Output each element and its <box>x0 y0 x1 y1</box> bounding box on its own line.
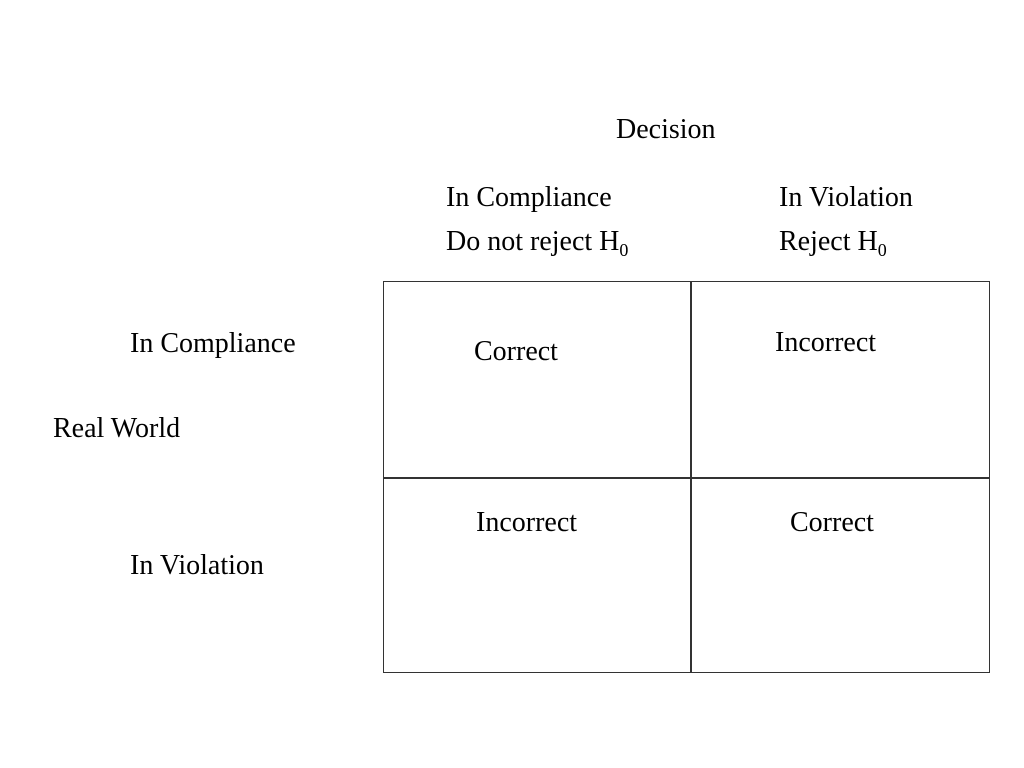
grid-horizontal-divider <box>384 477 989 479</box>
decision-table-grid <box>383 281 990 673</box>
row-header-violation: In Violation <box>130 550 264 581</box>
column-header-violation-state: In Violation <box>779 182 913 213</box>
cell-compliance-compliance: Correct <box>474 336 558 367</box>
column-header-violation-subscript: 0 <box>877 240 887 260</box>
column-header-compliance-action-text: Do not reject H <box>446 226 620 257</box>
decision-header: Decision <box>616 114 716 145</box>
cell-compliance-violation: Incorrect <box>775 327 877 358</box>
cell-violation-violation: Correct <box>790 507 874 538</box>
column-header-compliance-state: In Compliance <box>446 182 612 213</box>
column-header-compliance-subscript: 0 <box>619 240 629 260</box>
column-header-violation-action-text: Reject H <box>779 226 878 257</box>
column-header-compliance-action: Do not reject H0 <box>446 226 628 260</box>
column-header-violation-action: Reject H0 <box>779 226 887 260</box>
row-header-compliance: In Compliance <box>130 328 296 359</box>
real-world-label: Real World <box>53 413 181 444</box>
cell-violation-compliance: Incorrect <box>476 507 578 538</box>
